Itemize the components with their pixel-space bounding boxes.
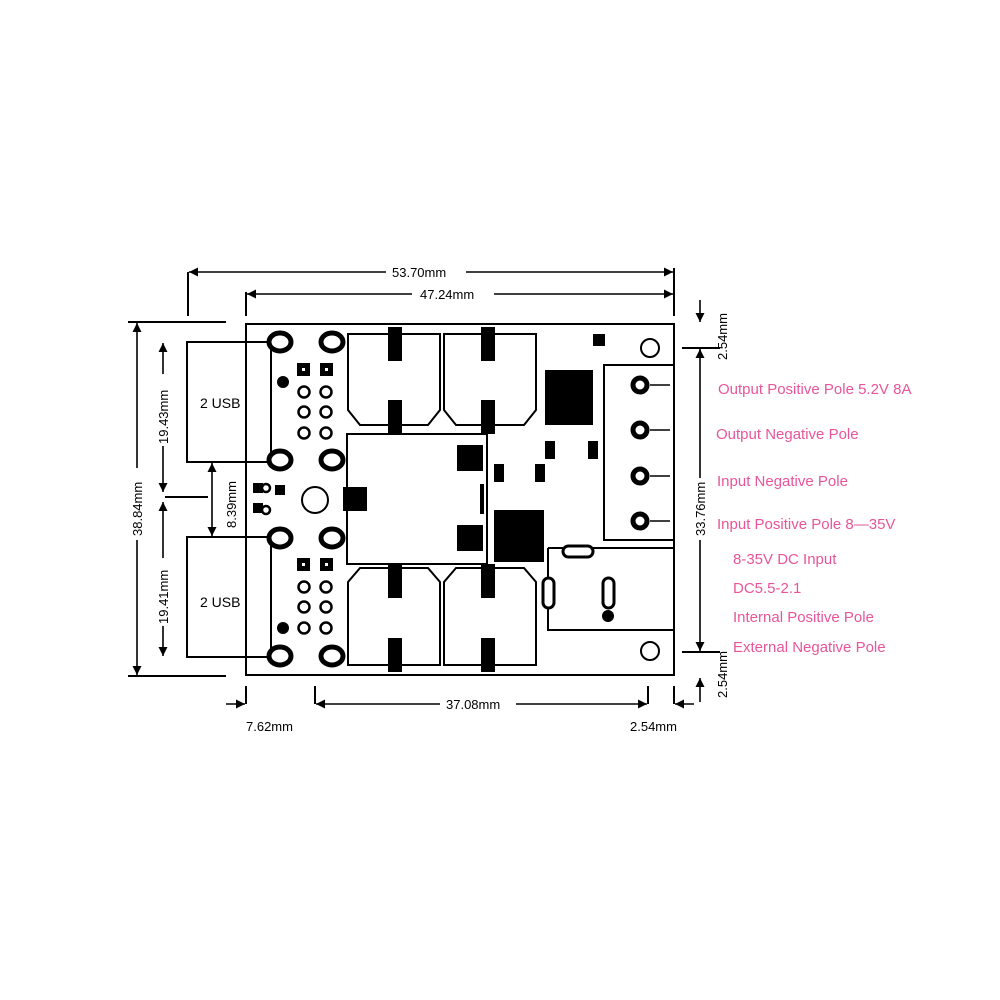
usb-port-top [186, 341, 272, 463]
mount-hole-top [640, 338, 660, 358]
dim-total-height: 38.84mm [130, 482, 145, 536]
dim-board-width: 47.24mm [420, 287, 474, 302]
mount-hole-bottom [640, 641, 660, 661]
label-dc-input: 8-35V DC Input [733, 551, 837, 568]
label-input-negative: Input Negative Pole [717, 473, 848, 490]
terminal-block [603, 364, 675, 541]
usb-pad [266, 644, 294, 668]
usb-port-bottom [186, 536, 272, 658]
usb-pad [318, 330, 346, 354]
dim-right-height: 33.76mm [693, 482, 708, 536]
dim-right-bottom: 2.54mm [715, 651, 730, 698]
dim-usb-bottom-height: 19.41mm [156, 570, 171, 624]
usb-pad [318, 448, 346, 472]
capacitor-top-left [347, 333, 441, 426]
dim-total-width: 53.70mm [392, 265, 446, 280]
dim-bottom-mid: 37.08mm [446, 697, 500, 712]
usb-label-bottom: 2 USB [200, 594, 240, 610]
dim-usb-gap: 8.39mm [224, 481, 239, 528]
usb-pad [266, 330, 294, 354]
capacitor-bottom-left [347, 567, 441, 666]
dim-right-top: 2.54mm [715, 313, 730, 360]
led-circle [301, 486, 329, 514]
dim-bottom-left: 7.62mm [246, 719, 293, 734]
usb-pad [318, 526, 346, 550]
label-external-negative: External Negative Pole [733, 639, 886, 656]
label-dc-size: DC5.5-2.1 [733, 580, 801, 597]
label-output-negative: Output Negative Pole [716, 426, 859, 443]
label-output-positive: Output Positive Pole 5.2V 8A [718, 381, 911, 398]
usb-pad [318, 644, 346, 668]
label-internal-positive: Internal Positive Pole [733, 609, 874, 626]
dim-usb-top-height: 19.43mm [156, 390, 171, 444]
capacitor-bottom-right [443, 567, 537, 666]
dim-bottom-right: 2.54mm [630, 719, 677, 734]
usb-label-top: 2 USB [200, 395, 240, 411]
usb-pad [266, 526, 294, 550]
label-input-positive: Input Positive Pole 8—35V [717, 516, 895, 533]
usb-pad [266, 448, 294, 472]
board-outline [245, 323, 675, 676]
capacitor-top-right [443, 333, 537, 426]
